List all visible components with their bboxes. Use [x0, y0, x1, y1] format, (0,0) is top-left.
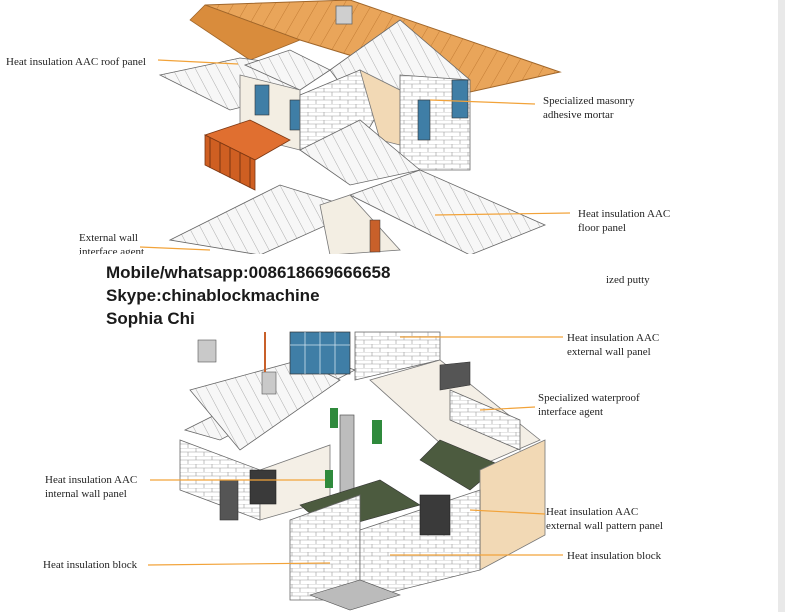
label-pattern-panel-line1: Heat insulation AAC	[546, 506, 639, 518]
label-ext-wall-panel-line2: external wall panel	[567, 346, 651, 358]
label-masonry-mortar-line2: adhesive mortar	[543, 109, 614, 121]
contact-banner: Mobile/whatsapp:008618669666658 Skype:ch…	[80, 254, 545, 331]
label-roof-panel: Heat insulation AAC roof panel	[6, 56, 146, 68]
label-ext-interface-line1: External wall	[79, 232, 138, 244]
wooden-balcony	[203, 119, 291, 191]
label-floor-panel-line1: Heat insulation AAC	[578, 208, 671, 220]
banner-skype: Skype:chinablockmachine	[106, 286, 320, 305]
label-putty-partial: ized putty	[606, 274, 650, 286]
banner-name: Sophia Chi	[106, 309, 195, 328]
label-int-wall-panel-line1: Heat insulation AAC	[45, 474, 138, 486]
leader-lines	[139, 59, 571, 566]
banner-mobile: Mobile/whatsapp:008618669666658	[106, 263, 391, 282]
label-ext-wall-panel-line1: Heat insulation AAC	[567, 332, 660, 344]
floor-aac-panels	[168, 169, 547, 256]
label-int-wall-panel-line2: internal wall panel	[45, 488, 127, 500]
label-block-right: Heat insulation block	[567, 550, 662, 562]
page-scrollbar[interactable]	[778, 0, 785, 612]
label-masonry-mortar-line1: Specialized masonry	[543, 95, 635, 107]
label-waterproof-line2: interface agent	[538, 406, 604, 418]
label-waterproof-line1: Specialized waterproof	[538, 392, 640, 404]
label-floor-panel-line2: floor panel	[578, 222, 626, 234]
label-block-left: Heat insulation block	[43, 559, 138, 571]
upper-walls	[239, 69, 471, 186]
lower-house	[179, 331, 546, 611]
chimney	[335, 5, 353, 25]
label-pattern-panel-line2: external wall pattern panel	[546, 520, 663, 532]
